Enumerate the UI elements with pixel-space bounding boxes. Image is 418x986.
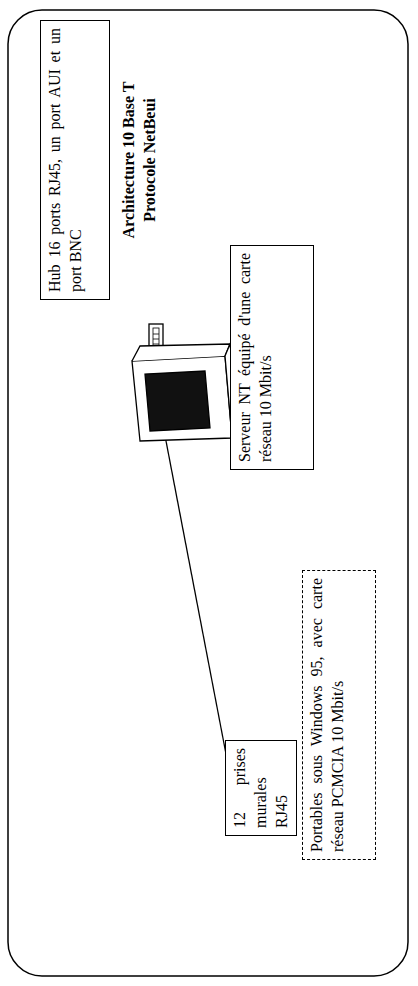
box-text: Portables sous Windows 95, avec carte ré… (307, 578, 349, 852)
diagram-label: Protocole NetBeui (141, 70, 159, 250)
box-text: Hub 16 ports RJ45, un port AUI et un por… (45, 28, 87, 292)
outer-frame (8, 10, 408, 976)
callout-box: Portables sous Windows 95, avec carte ré… (302, 570, 376, 860)
wire (157, 394, 226, 754)
diagram-label: Architecture 10 Base T (120, 70, 138, 250)
callout-box: Hub 16 ports RJ45, un port AUI et un por… (40, 20, 110, 300)
callout-box: Serveur NT équipé d'une carte réseau 10 … (230, 245, 314, 470)
callout-box: 12 prises murales RJ45 (225, 740, 297, 836)
box-text: 12 prises murales RJ45 (230, 748, 292, 828)
box-text: Serveur NT équipé d'une carte réseau 10 … (235, 253, 277, 462)
